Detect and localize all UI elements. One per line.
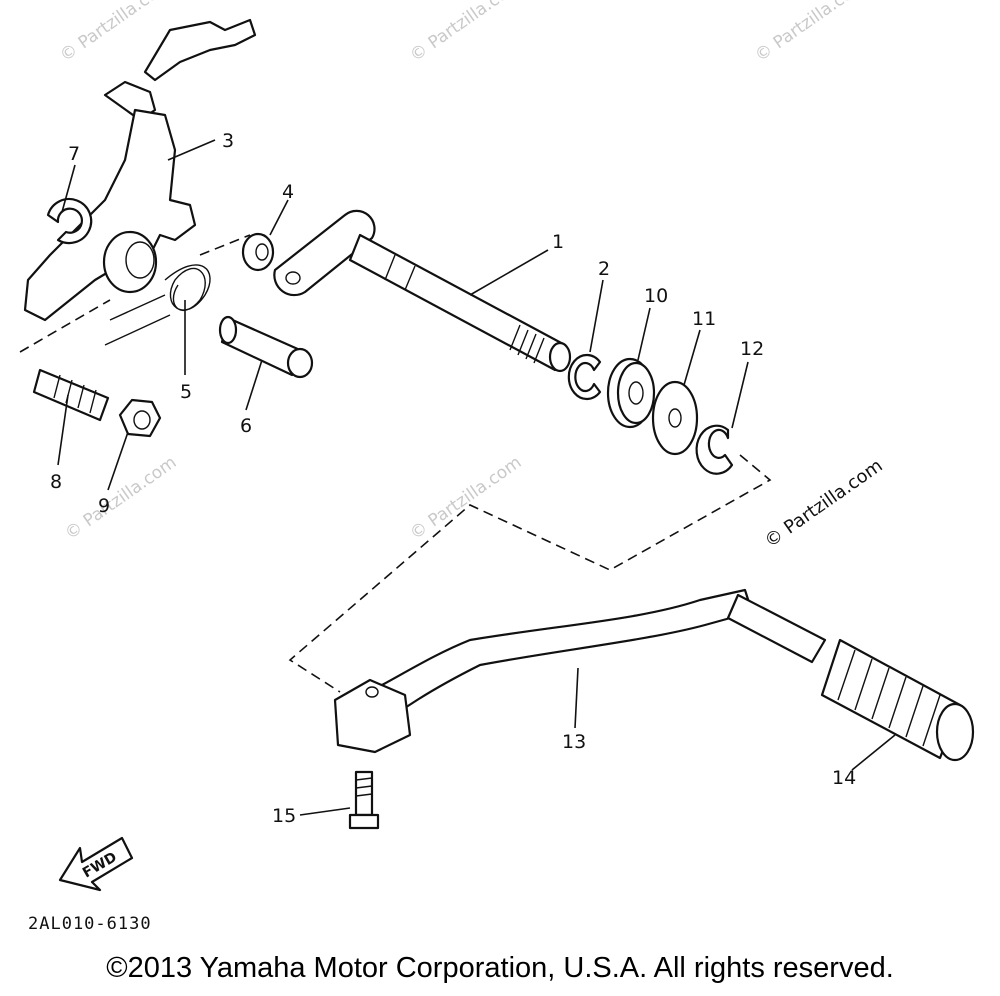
- circlip-12: [695, 424, 734, 475]
- leader-line: [637, 307, 651, 361]
- assembly-line: [288, 454, 772, 693]
- e-clip-7: [46, 197, 93, 245]
- callout-5: 5: [180, 381, 192, 403]
- callout-3: 3: [222, 130, 234, 152]
- shift-pedal-13: [333, 588, 827, 754]
- nut-9: [118, 398, 162, 438]
- spring-5: [104, 264, 211, 346]
- callout-12: 12: [740, 338, 764, 360]
- callout-4: 4: [282, 181, 294, 203]
- watermark: © Partzilla.com: [406, 0, 525, 66]
- bolt-15: [348, 770, 380, 830]
- copyright-notice: ©2013 Yamaha Motor Corporation, U.S.A. A…: [106, 952, 894, 984]
- assembly-line: [19, 234, 251, 353]
- leader-line: [851, 734, 896, 771]
- callout-1: 1: [552, 231, 564, 253]
- bolt-8: [32, 368, 110, 422]
- watermark: © Partzilla.com: [406, 452, 525, 544]
- washer-4: [241, 232, 275, 272]
- shift-shaft-1: [273, 209, 572, 373]
- washer-11: [651, 380, 699, 456]
- callout-7: 7: [68, 143, 80, 165]
- callout-15: 15: [272, 805, 296, 827]
- watermark: © Partzilla.com: [751, 0, 870, 66]
- callout-2: 2: [598, 258, 610, 280]
- leader-line: [469, 249, 549, 296]
- leader-line: [167, 139, 216, 161]
- callout-6: 6: [240, 415, 252, 437]
- oil-seal-10: [606, 357, 656, 429]
- callout-9: 9: [98, 495, 110, 517]
- forward-arrow-icon: FWD: [58, 836, 134, 892]
- watermark: © Partzilla.com: [761, 455, 887, 552]
- callout-13: 13: [562, 731, 586, 753]
- leader-line: [269, 199, 289, 236]
- leader-line: [61, 164, 76, 213]
- leader-line: [574, 667, 579, 729]
- callout-10: 10: [644, 285, 668, 307]
- circlip-2: [567, 353, 602, 401]
- watermark-group: © Partzilla.com © Partzilla.com © Partzi…: [56, 0, 886, 552]
- callout-11: 11: [692, 308, 716, 330]
- leader-line: [245, 359, 263, 411]
- leader-line: [299, 807, 351, 816]
- diagram-code: 2AL010-6130: [28, 914, 152, 934]
- callout-14: 14: [832, 767, 856, 789]
- leader-line: [683, 329, 701, 386]
- callout-8: 8: [50, 471, 62, 493]
- leader-line: [107, 431, 129, 491]
- collar-6: [218, 315, 314, 379]
- leader-line: [57, 394, 69, 466]
- watermark: © Partzilla.com: [61, 452, 180, 544]
- leader-line: [731, 361, 749, 429]
- shift-arm: [23, 18, 257, 322]
- pedal-rubber-14: [820, 638, 975, 762]
- leader-line: [589, 279, 604, 353]
